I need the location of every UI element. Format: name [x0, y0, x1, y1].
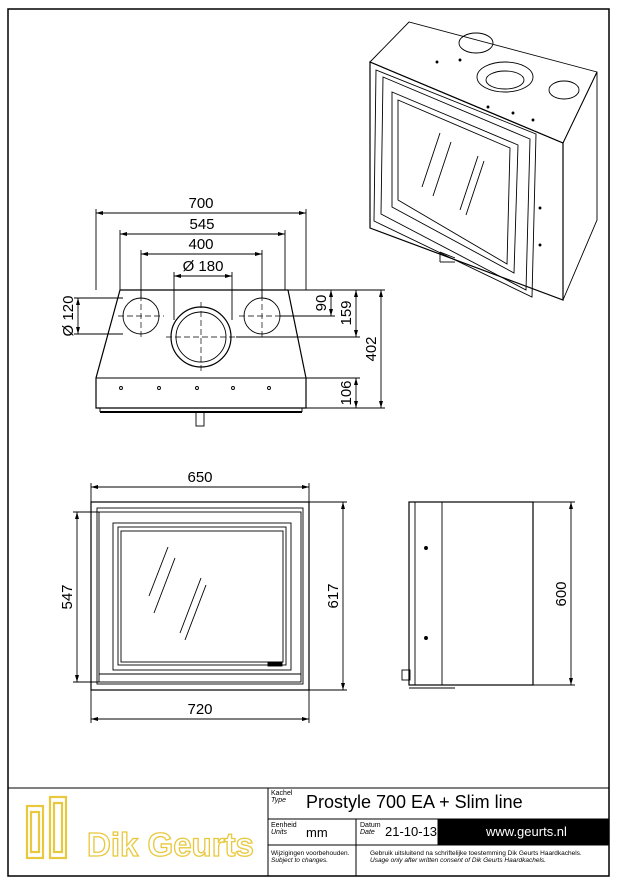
- note-left-en: Subject to changes.: [271, 857, 329, 864]
- unit-label-en: Units: [271, 829, 287, 836]
- dim-400: 400: [188, 236, 213, 253]
- type-label-en: Type: [271, 797, 287, 804]
- note-right-nl: Gebruik uitsluitend na schriftelijke toe…: [370, 850, 582, 857]
- side-view-arrows: [569, 502, 573, 685]
- dim-159: 159: [338, 300, 355, 325]
- dim-106: 106: [338, 380, 355, 405]
- top-view: [74, 209, 385, 427]
- website-background: [438, 819, 609, 845]
- date-label-en: Date: [360, 829, 375, 836]
- date-label-nl: Datum: [360, 822, 381, 829]
- unit-label-nl: Eenheid: [271, 822, 297, 829]
- top-view-arrows: [76, 211, 383, 408]
- unit-label: Eenheid Units: [271, 822, 297, 836]
- note-right: Gebruik uitsluitend na schriftelijke toe…: [370, 850, 582, 864]
- date-label: Datum Date: [360, 822, 381, 836]
- dim-600: 600: [553, 581, 570, 606]
- dim-diameter-180: Ø 180: [183, 258, 224, 275]
- dim-545: 545: [189, 216, 214, 233]
- product-name: Prostyle 700 EA + Slim line: [306, 792, 523, 812]
- note-left-nl: Wijzigingen voorbehouden.: [271, 850, 350, 857]
- note-left: Wijzigingen voorbehouden. Subject to cha…: [271, 850, 349, 864]
- date-value: 21-10-13: [385, 824, 438, 839]
- front-view-arrows: [75, 485, 345, 721]
- dim-90: 90: [313, 295, 330, 312]
- dik-geurts-logo: Dik Geurts: [25, 795, 255, 864]
- dim-402: 402: [363, 336, 380, 361]
- website-link[interactable]: www.geurts.nl: [486, 824, 567, 839]
- dim-547: 547: [59, 584, 76, 609]
- dim-700: 700: [188, 195, 213, 212]
- front-view: [73, 483, 347, 723]
- dim-720: 720: [187, 701, 212, 718]
- note-right-en: Usage only after written consent of Dik …: [370, 857, 546, 864]
- logo-wordmark: Dik Geurts: [87, 826, 254, 863]
- isometric-view: [369, 21, 598, 301]
- sheet-border: [7, 8, 610, 877]
- dim-diameter-120: Ø 120: [60, 296, 77, 337]
- side-view: [401, 501, 575, 689]
- dim-617: 617: [325, 583, 342, 608]
- type-label-nl: Kachel: [271, 790, 293, 797]
- dim-650: 650: [187, 469, 212, 486]
- type-label: Kachel Type: [271, 790, 292, 804]
- unit-value: mm: [306, 825, 328, 840]
